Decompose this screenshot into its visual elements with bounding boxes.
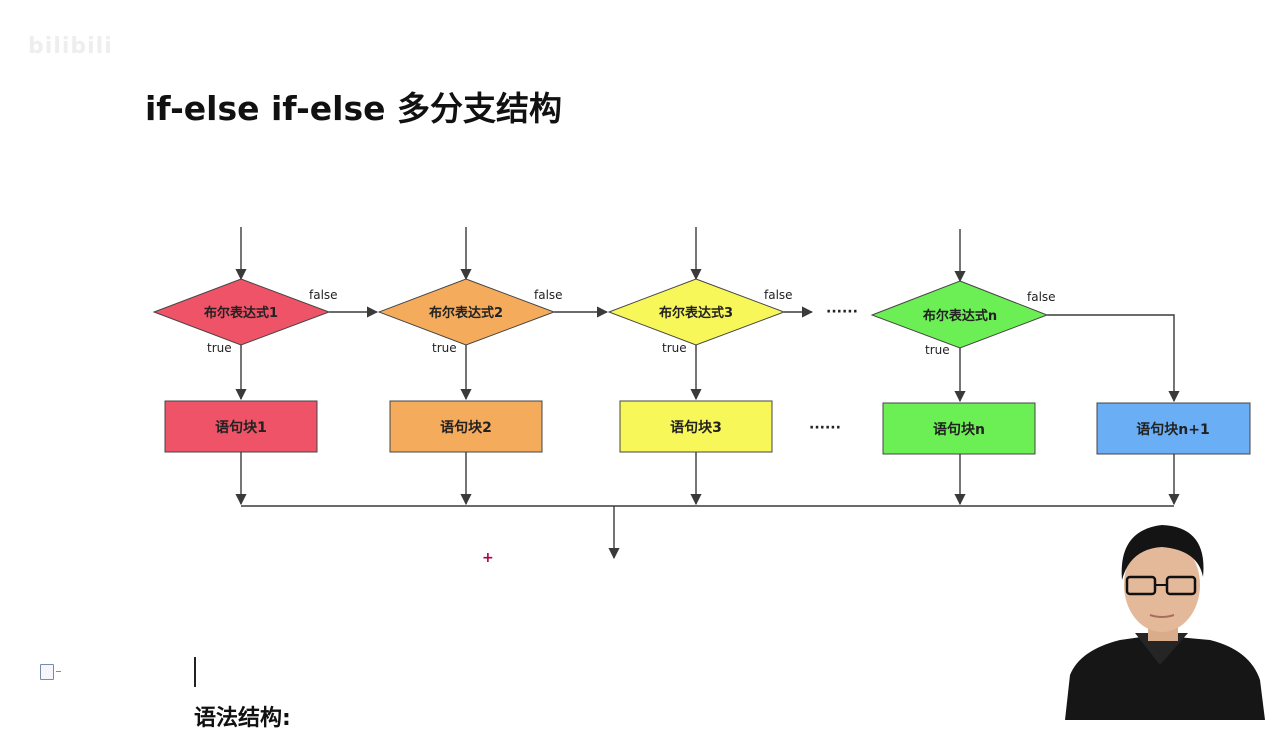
false-arrow-n [1047,314,1180,403]
true-label-2: true [432,341,457,355]
statement-block-n [882,402,1036,455]
true-label-n: true [925,343,950,357]
ellipsis-conditions: ······ [826,304,858,320]
ellipsis-blocks: ······ [809,420,841,436]
statement-label-n: 语句块n [933,421,985,438]
statement-block-1 [164,400,318,453]
presenter-hair [1121,525,1204,580]
statement-label-2: 语句块2 [440,419,492,436]
presenter-mouth [1149,614,1175,618]
true-label-1: true [207,341,232,355]
false-label-n: false [1027,290,1056,304]
watermark-logo: bilibili [28,34,113,59]
statement-label-1: 语句块1 [215,419,267,436]
syntax-heading: 语法结构: [194,706,291,731]
false-label-1: false [309,288,338,302]
statement-label-else: 语句块n+1 [1136,421,1209,438]
text-caret [194,657,196,687]
true-label-3: true [662,341,687,355]
presenter-webcam [1065,525,1265,720]
decision-label-3: 布尔表达式3 [659,305,733,321]
decision-label-n: 布尔表达式n [923,308,997,324]
document-icon-dash [56,671,61,672]
presenter-torso [1065,635,1265,720]
false-label-3: false [764,288,793,302]
flowchart: 布尔表达式1 布尔表达式2 布尔表达式3 布尔表达式n false false … [152,227,1251,560]
statement-label-3: 语句块3 [670,419,722,436]
false-label-2: false [534,288,563,302]
decision-label-1: 布尔表达式1 [204,305,278,321]
document-icon[interactable] [40,664,54,680]
statement-block-else [1096,402,1251,455]
page-title: if-else if-else 多分支结构 [145,89,562,128]
cursor-crosshair-icon: + [482,550,494,566]
decision-label-2: 布尔表达式2 [429,305,503,321]
